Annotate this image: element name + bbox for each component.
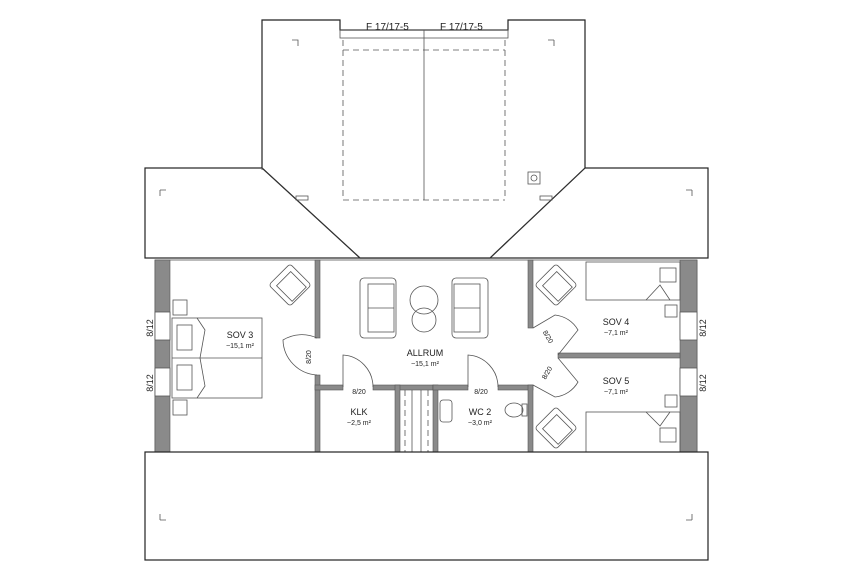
room-area-sov5: ~7,1 m² (604, 389, 629, 396)
room-area-wc2: ~3,0 m² (468, 420, 493, 427)
toilet-icon (439, 399, 528, 423)
room-name-wc2: WC 2 (469, 407, 492, 417)
room-name-klk: KLK (350, 407, 367, 417)
lower-roof (144, 451, 709, 561)
door-label-sov3: 8/20 (306, 350, 313, 364)
bed-sov3 (171, 299, 263, 416)
armchair-icon (269, 264, 311, 306)
room-name-sov4: SOV 4 (603, 317, 630, 327)
window-label-right-top: 8/12 (698, 319, 708, 337)
bed-sov4 (585, 261, 681, 318)
room-name-sov3: SOV 3 (227, 330, 254, 340)
chimney-icon (527, 171, 541, 185)
window-label-left-top: 8/12 (145, 319, 155, 337)
room-name-sov5: SOV 5 (603, 376, 630, 386)
interior-wall (314, 259, 321, 339)
exterior-wall-right (679, 259, 698, 453)
room-area-allrum: ~15,1 m² (411, 361, 439, 368)
dormer-window-label: F 17/17-5 (366, 22, 409, 33)
dormer-window-label: F 17/17-5 (440, 22, 483, 33)
room-area-sov4: ~7,1 m² (604, 330, 629, 337)
window-label-left-bottom: 8/12 (145, 374, 155, 392)
door-label-wc2: 8/20 (474, 389, 488, 396)
room-area-sov3: ~15,1 m² (226, 343, 254, 350)
sofa-icon (359, 277, 489, 339)
room-name-allrum: ALLRUM (407, 348, 444, 358)
door-label-klk: 8/20 (352, 389, 366, 396)
exterior-wall-left (154, 259, 171, 453)
window-label-right-bottom: 8/12 (698, 374, 708, 392)
room-area-klk: ~2,5 m² (347, 420, 372, 427)
